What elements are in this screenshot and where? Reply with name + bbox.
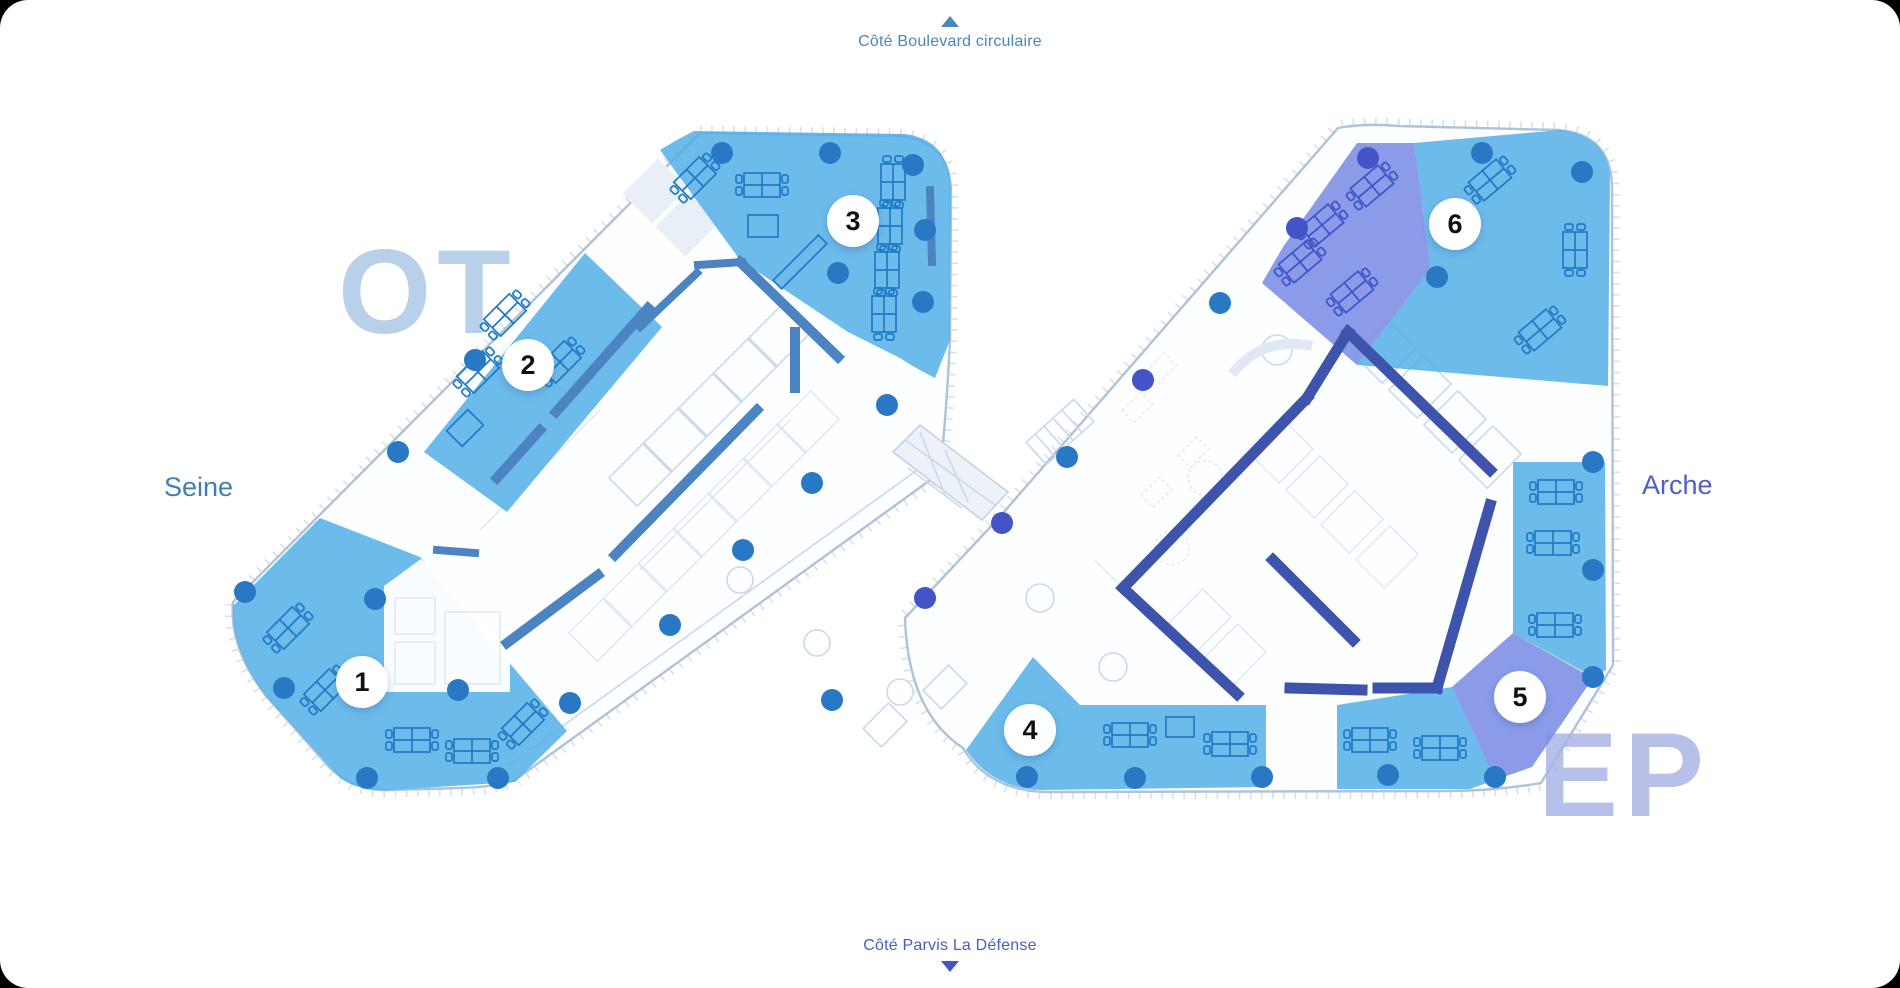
svg-text:1: 1 [354,667,369,697]
label-boulevard-circulaire: Côté Boulevard circulaire [858,33,1042,50]
sensor-dot [1286,217,1308,239]
zone-marker-3[interactable]: 3 [827,195,879,247]
zone-furniture [260,150,1588,764]
sensor-dot [1377,764,1399,786]
sensor-dot [464,349,486,371]
sensor-dot [1357,147,1379,169]
sensor-dot [1582,666,1604,688]
sensor-dot [1209,292,1231,314]
zone-area-6[interactable] [1357,130,1610,386]
sensor-dot [364,588,386,610]
svg-text:4: 4 [1022,715,1037,745]
sensor-dot [487,767,509,789]
core-walls [432,185,1498,702]
zone1-room-notch [384,559,510,692]
arrow-down-icon [941,961,959,972]
zone-area-3[interactable] [660,131,951,378]
sensor-dot [1124,767,1146,789]
sensor-dot [991,512,1013,534]
zone-marker-4[interactable]: 4 [1004,704,1056,756]
sensor-dot [821,689,843,711]
watermark-ot: OT [338,225,517,359]
sensor-dot [1426,266,1448,288]
sensor-dot [912,291,934,313]
sensor-dot [387,441,409,463]
sensor-dot [914,587,936,609]
sensor-dot [1056,446,1078,468]
sensor-dot [876,394,898,416]
sensor-dot [711,142,733,164]
svg-text:6: 6 [1447,209,1462,239]
watermark-ep: EP [1538,708,1710,842]
sensor-dot [659,614,681,636]
zone-marker-5[interactable]: 5 [1494,671,1546,723]
sensor-dot [732,539,754,561]
sensor-dot [1471,142,1493,164]
sensor-dot [356,767,378,789]
label-arche: Arche [1642,470,1713,500]
svg-text:5: 5 [1512,682,1527,712]
arrow-up-icon [941,16,959,27]
sensor-dot [234,581,256,603]
zone-area-6[interactable] [1262,143,1431,365]
sensor-dot [902,154,924,176]
sensor-dot [1571,161,1593,183]
sensor-dot [1582,559,1604,581]
sensor-dot [1484,766,1506,788]
label-seine: Seine [164,472,234,502]
zone-marker-2[interactable]: 2 [502,339,554,391]
compass-south: Côté Parvis La Défense [0,937,1900,972]
zone-marker-1[interactable]: 1 [336,656,388,708]
label-parvis-la-defense: Côté Parvis La Défense [863,937,1037,954]
sensor-dot [447,679,469,701]
sensor-dot [1016,766,1038,788]
compass-north: Côté Boulevard circulaire [0,16,1900,51]
markers-layer: 1 2 3 4 5 6 [336,195,1546,756]
sensor-dot [273,677,295,699]
sensor-dot [914,219,936,241]
sensor-dot [827,262,849,284]
sensor-dot [1251,766,1273,788]
sensor-dot [819,142,841,164]
sensor-dot [559,692,581,714]
bridge [891,423,1010,522]
zone-marker-6[interactable]: 6 [1429,198,1481,250]
sensor-dot [801,472,823,494]
svg-text:3: 3 [845,206,860,236]
sensor-dot [1582,451,1604,473]
svg-text:2: 2 [520,350,535,380]
sensor-dot [1132,369,1154,391]
dots-layer [234,142,1604,789]
